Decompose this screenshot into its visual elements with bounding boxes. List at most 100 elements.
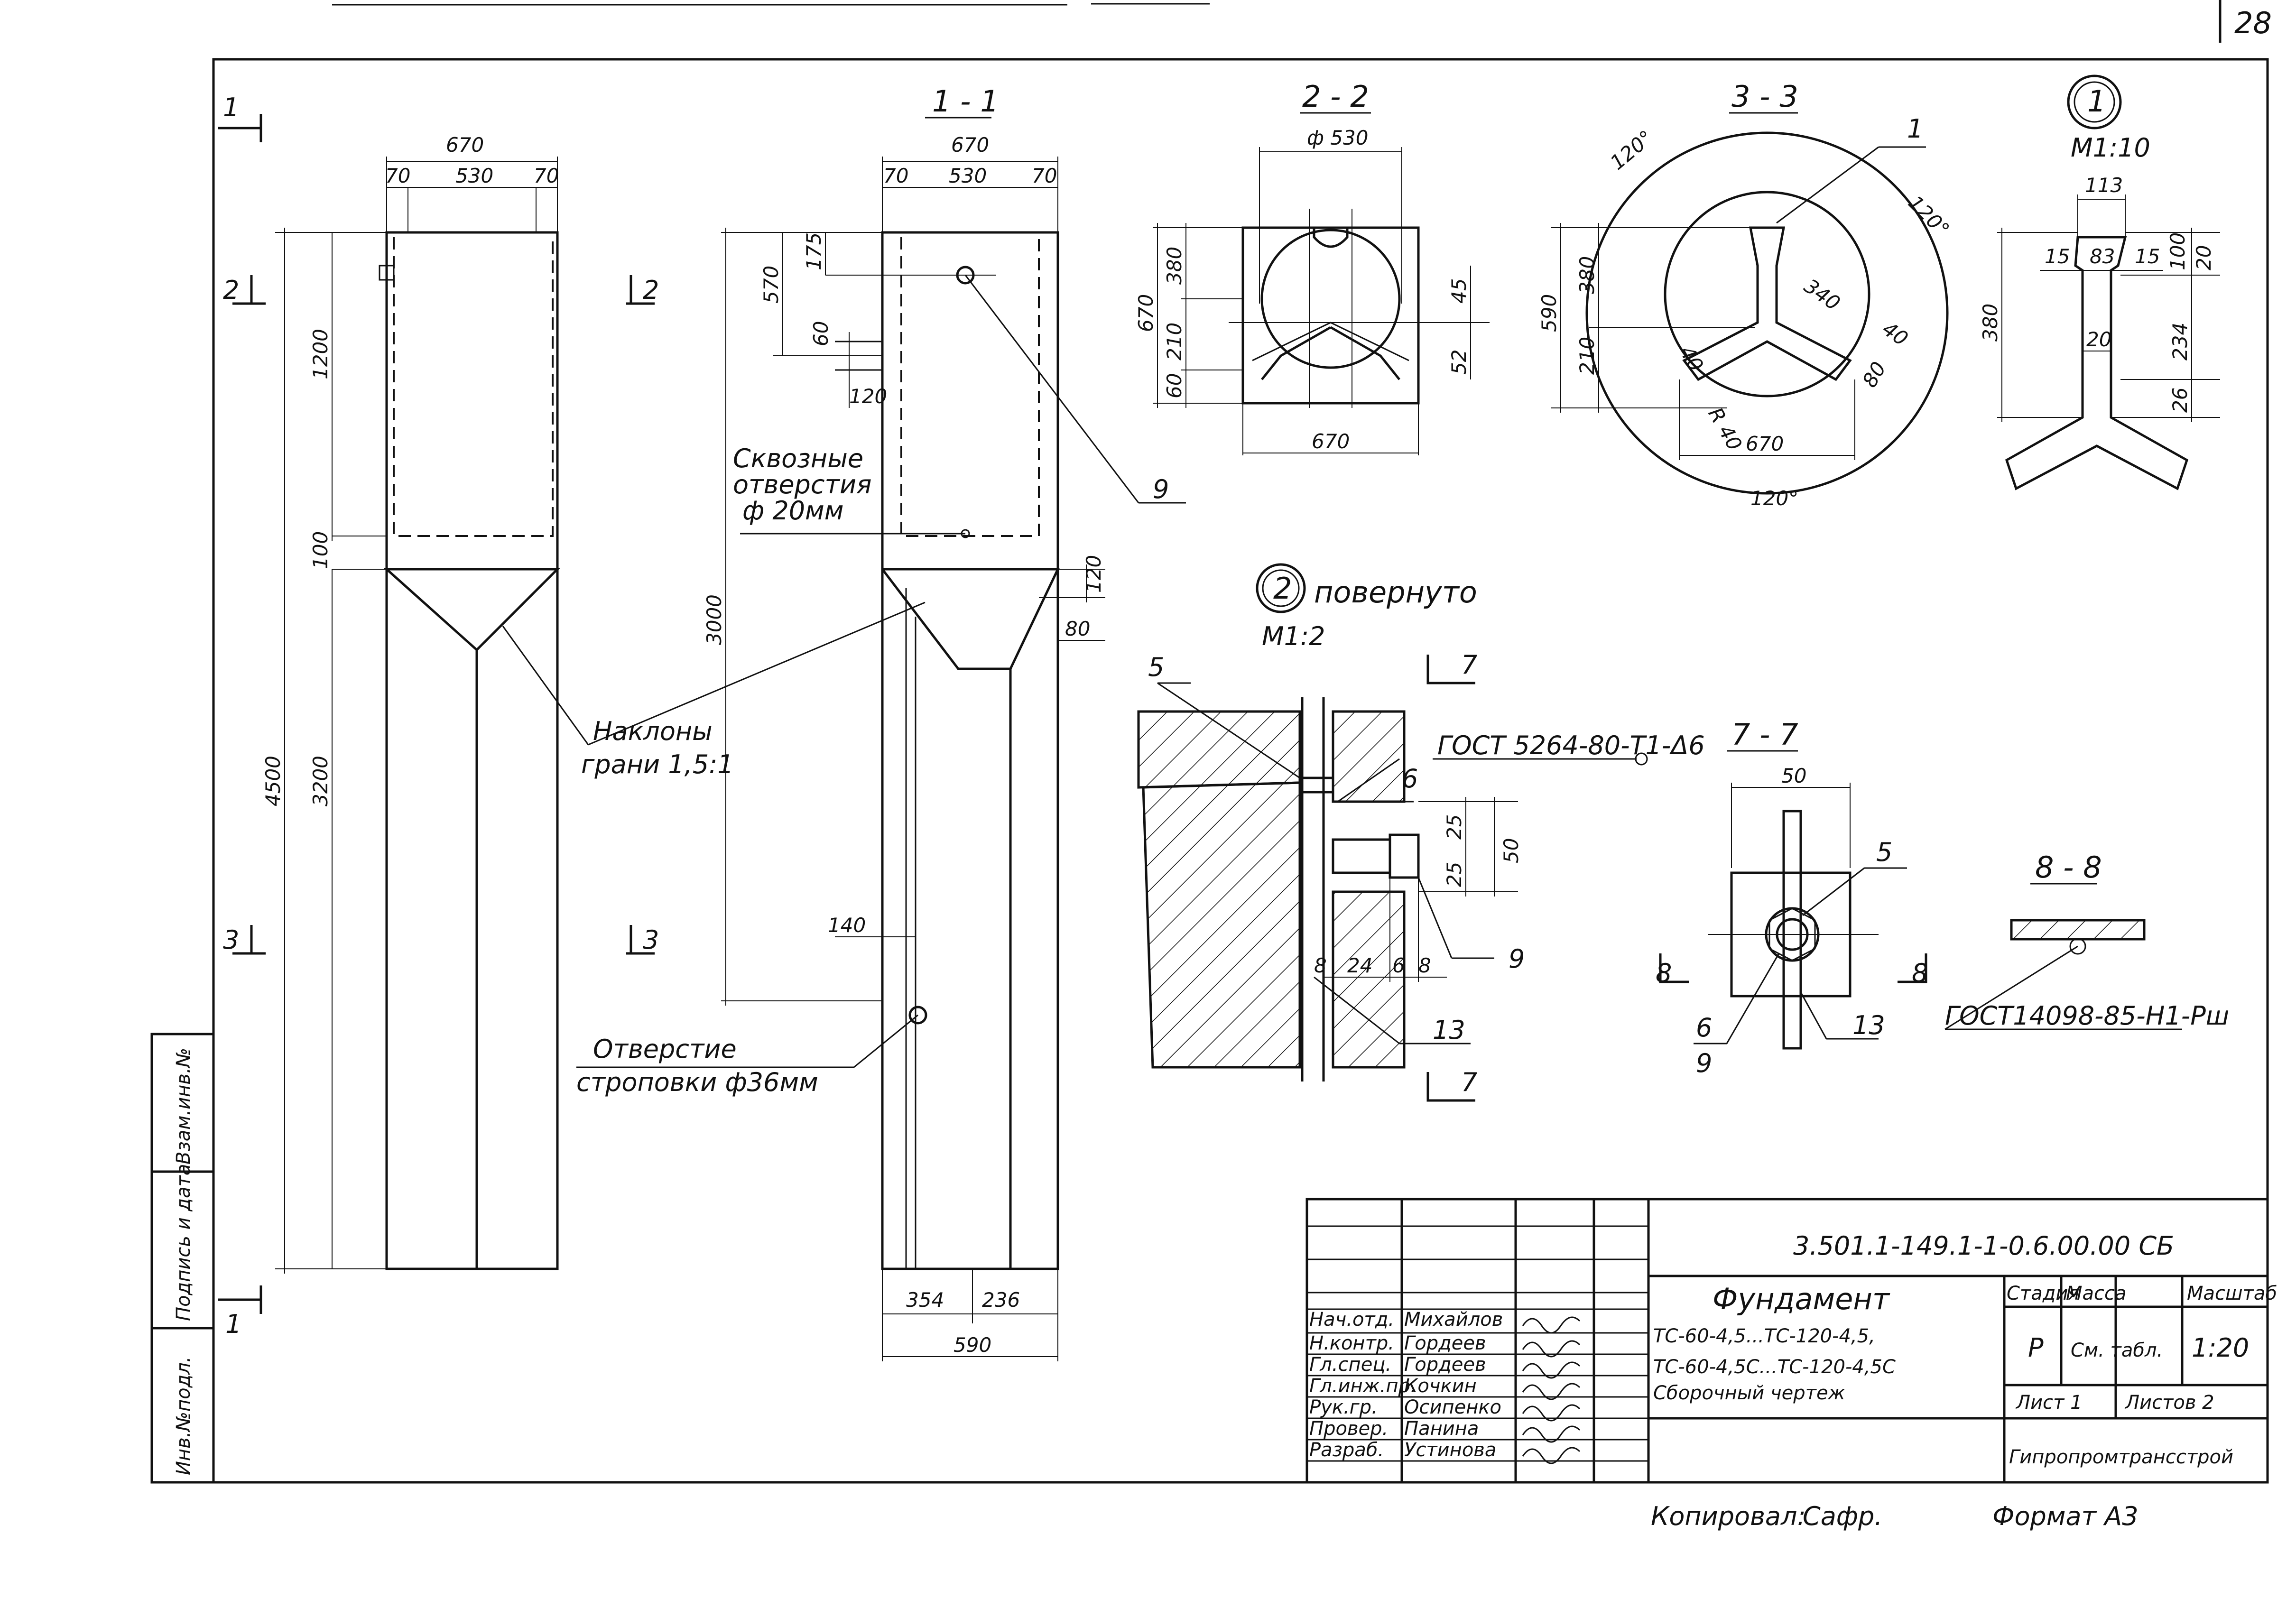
svg-text:140: 140 [828, 914, 866, 937]
svg-text:грани 1,5:1: грани 1,5:1 [581, 749, 734, 779]
svg-text:3: 3 [643, 925, 659, 955]
svg-text:7: 7 [1461, 650, 1477, 680]
svg-text:60: 60 [1163, 373, 1186, 398]
svg-text:40: 40 [1878, 317, 1912, 351]
svg-text:2: 2 [223, 275, 239, 305]
svg-text:26: 26 [2168, 388, 2192, 413]
svg-text:4500: 4500 [261, 756, 285, 806]
svg-text:9: 9 [1696, 1048, 1712, 1078]
svg-text:210: 210 [1575, 337, 1599, 375]
copied-by: Копировал: [1651, 1501, 1806, 1531]
svg-text:2: 2 [1273, 571, 1292, 606]
svg-text:25: 25 [1443, 862, 1466, 887]
svg-text:210: 210 [1163, 323, 1186, 360]
svg-text:15: 15 [2135, 245, 2160, 268]
section-8-8-title: 8 - 8 [2035, 850, 2102, 885]
svg-text:Масса: Масса [2066, 1283, 2127, 1304]
copied-by-sign: Сафр. [1803, 1501, 1882, 1531]
signatures [1522, 1316, 1581, 1464]
svg-text:Отверстие: Отверстие [593, 1034, 737, 1064]
svg-text:1200: 1200 [309, 329, 332, 379]
svg-text:6: 6 [1392, 954, 1405, 977]
svg-text:8: 8 [1314, 954, 1327, 977]
svg-text:2: 2 [643, 275, 659, 305]
svg-text:Инв.№подл.: Инв.№подл. [173, 1356, 194, 1475]
svg-text:Лист 1: Лист 1 [2015, 1392, 2083, 1414]
svg-text:670: 670 [951, 133, 989, 157]
svg-text:100: 100 [309, 531, 332, 569]
format-label: Формат А3 [1992, 1501, 2139, 1531]
svg-text:1:20: 1:20 [2192, 1333, 2249, 1363]
svg-text:отверстия: отверстия [733, 470, 872, 499]
svg-text:Кочкин: Кочкин [1404, 1375, 1477, 1397]
section-1-1: 1 - 1 670 70 530 70 570 175 60 120 3000 [502, 84, 1186, 1361]
svg-text:670: 670 [1746, 432, 1784, 455]
svg-text:1: 1 [2087, 84, 2106, 119]
svg-text:340: 340 [1800, 274, 1844, 315]
svg-text:120: 120 [1082, 555, 1105, 593]
svg-text:50: 50 [1781, 764, 1806, 787]
svg-text:70: 70 [385, 164, 410, 187]
svg-text:7: 7 [1461, 1067, 1477, 1097]
detail-2: 2 повернуто М1:2 7 7 5 6 9 13 ГОСТ 5264-… [1137, 563, 1705, 1102]
svg-text:М1:2: М1:2 [1262, 621, 1325, 651]
svg-text:670: 670 [446, 133, 484, 157]
svg-text:380: 380 [1979, 304, 2002, 342]
svg-text:Устинова: Устинова [1404, 1439, 1496, 1461]
svg-text:Гордеев: Гордеев [1404, 1354, 1486, 1376]
svg-text:120°: 120° [1606, 126, 1657, 175]
svg-text:Сквозные: Сквозные [733, 444, 863, 473]
svg-text:Провер.: Провер. [1309, 1418, 1388, 1440]
svg-text:70: 70 [883, 164, 908, 187]
svg-text:670: 670 [1134, 294, 1157, 332]
svg-text:ф 20мм: ф 20мм [742, 496, 844, 526]
svg-text:120°: 120° [1750, 487, 1798, 510]
section-2-2: 2 - 2 ф 530 670 380 210 60 45 52 670 [1134, 79, 1490, 455]
svg-text:Стадия: Стадия [2007, 1283, 2079, 1304]
svg-text:45: 45 [1447, 278, 1471, 304]
svg-text:236: 236 [982, 1288, 1020, 1312]
svg-text:234: 234 [2168, 323, 2192, 360]
svg-text:Разраб.: Разраб. [1309, 1439, 1384, 1461]
svg-text:повернуто: повернуто [1314, 575, 1477, 610]
svg-text:Масштаб: Масштаб [2187, 1283, 2277, 1304]
svg-text:1: 1 [225, 1309, 241, 1339]
svg-text:70: 70 [534, 164, 559, 187]
svg-text:83: 83 [2090, 245, 2115, 268]
svg-text:100: 100 [2166, 232, 2189, 270]
front-view: 670 70 530 70 1200 100 4500 3200 1 2 2 3… [218, 92, 659, 1339]
svg-text:1: 1 [1907, 114, 1923, 144]
svg-text:380: 380 [1575, 256, 1599, 294]
title-block: 3.501.1-149.1-1-0.6.00.00 СБ Фундамент Т… [1305, 1198, 2277, 1484]
svg-text:60: 60 [809, 321, 833, 346]
section-3-3-title: 3 - 3 [1731, 79, 1798, 114]
svg-text:ГОСТ 5264-80-Т1-Δ6: ГОСТ 5264-80-Т1-Δ6 [1437, 730, 1705, 760]
svg-text:Панина: Панина [1404, 1418, 1479, 1440]
detail-1: 1 М1:10 113 15 83 15 20 380 100 20 234 2… [1979, 74, 2220, 490]
svg-text:Рук.гр.: Рук.гр. [1309, 1396, 1378, 1418]
page-number: 28 [2234, 6, 2272, 40]
svg-text:Подпись и дата: Подпись и дата [173, 1164, 194, 1321]
svg-text:50: 50 [1500, 838, 1523, 863]
svg-text:670: 670 [1312, 430, 1350, 453]
svg-text:530: 530 [949, 164, 987, 187]
organization: Гипропромтрансстрой [2009, 1446, 2233, 1468]
svg-text:Листов 2: Листов 2 [2124, 1392, 2214, 1414]
drawing-frame [212, 58, 2269, 1484]
svg-text:3000: 3000 [703, 594, 726, 645]
svg-text:Фундамент: Фундамент [1713, 1282, 1890, 1316]
svg-text:Р: Р [2028, 1333, 2044, 1363]
svg-text:8: 8 [1418, 954, 1431, 977]
section-2-2-title: 2 - 2 [1302, 79, 1369, 114]
svg-text:Взам.инв.№: Взам.инв.№ [173, 1048, 194, 1165]
svg-text:6: 6 [1402, 764, 1418, 794]
svg-text:380: 380 [1163, 247, 1186, 285]
svg-text:ТС-60-4,5...ТС-120-4,5,: ТС-60-4,5...ТС-120-4,5, [1653, 1325, 1875, 1347]
svg-text:Осипенко: Осипенко [1404, 1396, 1501, 1418]
svg-text:строповки ф36мм: строповки ф36мм [576, 1067, 818, 1097]
svg-text:354: 354 [906, 1288, 944, 1312]
svg-text:175: 175 [802, 232, 825, 270]
svg-text:3: 3 [223, 925, 239, 955]
svg-text:Н.контр.: Н.контр. [1309, 1332, 1394, 1354]
